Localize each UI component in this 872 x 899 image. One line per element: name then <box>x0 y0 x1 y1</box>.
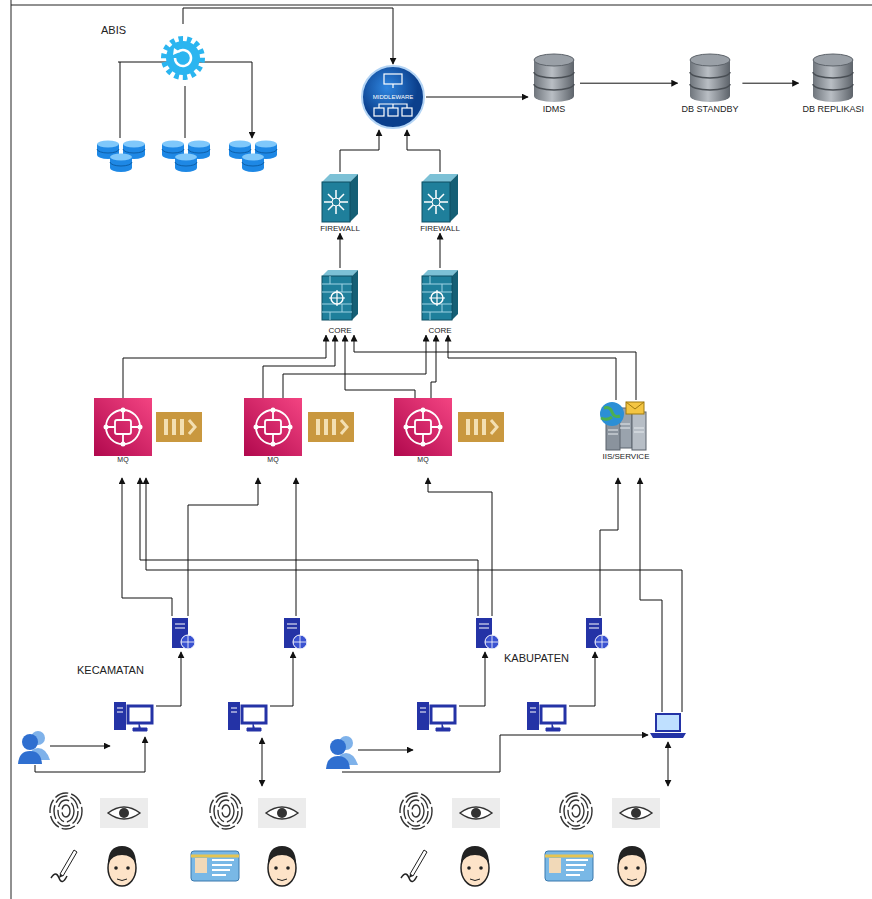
connector <box>354 335 636 400</box>
connector <box>580 83 678 84</box>
node-label: MQ <box>116 456 129 464</box>
database-node: IDMS <box>528 52 580 114</box>
node-icon <box>420 268 460 326</box>
firewall-node: FIREWALL <box>316 172 364 233</box>
node-label: CORE <box>427 326 452 335</box>
node-icon <box>320 172 360 224</box>
site-label: KABUPATEN <box>502 652 571 665</box>
database-node: DB STANDBY <box>678 52 743 114</box>
connector <box>431 335 436 398</box>
message-queue: MQ <box>244 398 302 464</box>
node-icon <box>160 35 206 81</box>
core-switch: CORE <box>418 268 462 335</box>
connector <box>345 335 415 398</box>
node-label: ABIS <box>100 24 127 37</box>
iis-service: IIS/SERVICE <box>596 400 656 461</box>
node-label: MQ <box>416 456 429 464</box>
connector <box>440 233 441 268</box>
connector <box>340 233 341 268</box>
firewall-node: FIREWALL <box>416 172 464 233</box>
node-label: FIREWALL <box>319 224 361 233</box>
message-queue: MQ <box>394 398 452 464</box>
node-label: CORE <box>327 326 352 335</box>
node-label: DB REPLIKASI <box>801 104 865 114</box>
node-icon <box>687 52 733 104</box>
node-icon <box>596 400 656 452</box>
middleware-node: MIDDLEWARE <box>360 64 426 130</box>
node-label: MQ <box>266 456 279 464</box>
node-icon <box>394 398 452 456</box>
node-icon <box>420 172 460 224</box>
node-label: FIREWALL <box>419 224 461 233</box>
node-icon <box>320 268 360 326</box>
core-switch: CORE <box>318 268 362 335</box>
node-icon <box>810 52 856 104</box>
connector <box>340 130 379 172</box>
connector <box>426 97 528 98</box>
connector <box>123 335 326 398</box>
abis-engine: ABIS <box>100 24 212 81</box>
node-label: MIDDLEWARE <box>372 94 414 101</box>
connector <box>407 130 440 172</box>
message-queue: MQ <box>94 398 152 464</box>
database-node: DB REPLIKASI <box>798 52 868 114</box>
connector <box>448 335 616 400</box>
node-label: IIS/SERVICE <box>602 452 651 461</box>
node-icon <box>244 398 302 456</box>
node-icon <box>531 52 577 104</box>
node-label: IDMS <box>542 104 567 114</box>
site-label: KECAMATAN <box>75 664 146 677</box>
connector <box>263 335 335 398</box>
connector <box>742 83 798 84</box>
node-icon <box>94 398 152 456</box>
node-label: DB STANDBY <box>681 104 740 114</box>
connector <box>183 8 393 64</box>
